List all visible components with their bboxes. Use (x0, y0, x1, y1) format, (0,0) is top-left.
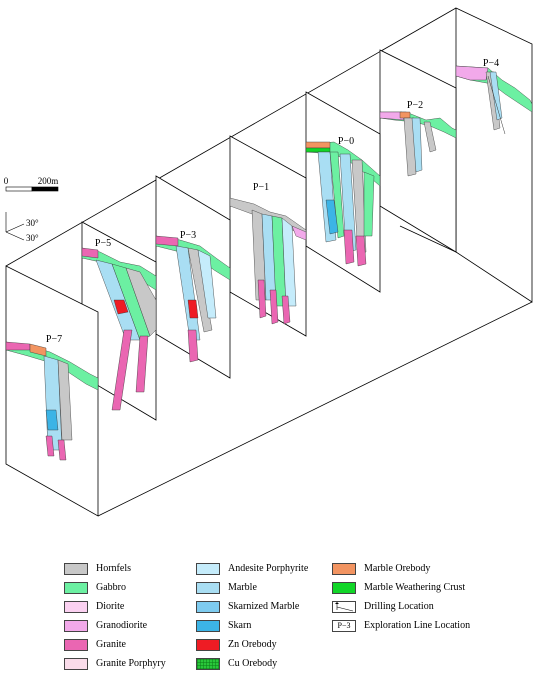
legend-item: Granodiorite (64, 619, 147, 633)
legend-swatch (64, 639, 88, 651)
section-panel-p7 (5, 265, 99, 517)
legend-item: Hornfels (64, 562, 131, 576)
angle-bottom: 30° (26, 233, 39, 243)
section-panel-p1 (229, 135, 307, 337)
legend-label: Hornfels (96, 563, 131, 574)
legend-label: Cu Orebody (228, 658, 278, 669)
panel-label-p1: P−1 (253, 182, 269, 193)
legend-swatch (64, 601, 88, 613)
scale-bar-zero: 0 (4, 176, 9, 186)
legend-label: Granite (96, 639, 126, 650)
legend-swatch (332, 563, 356, 575)
legend-item: P−3 Exploration Line Location (332, 619, 470, 633)
orientation-indicator (5, 212, 25, 241)
panel-label-p4: P−4 (483, 58, 499, 69)
legend-swatch (64, 620, 88, 632)
section-panel-p5 (81, 221, 157, 421)
legend-swatch (332, 582, 356, 594)
legend-item: Granite (64, 638, 126, 652)
legend-item: Drilling Location (332, 600, 434, 614)
panel-label-p3: P−3 (180, 230, 196, 241)
panel-label-p5: P−5 (95, 238, 111, 249)
legend-item: Andesite Porphyrite (196, 562, 308, 576)
legend-swatch (64, 658, 88, 670)
section-panel-p4 (455, 7, 533, 303)
legend-label: Zn Orebody (228, 639, 277, 650)
legend-label: Granodiorite (96, 620, 148, 631)
legend-swatch (196, 601, 220, 613)
panel-label-p0: P−0 (338, 136, 354, 147)
angle-top: 30° (26, 218, 39, 228)
legend-item: Marble Orebody (332, 562, 430, 576)
legend-swatch (196, 582, 220, 594)
legend-label: Skarn (228, 620, 252, 631)
legend-item: Marble Weathering Crust (332, 581, 465, 595)
legend-swatch (332, 601, 356, 613)
legend-label: Skarnized Marble (228, 601, 300, 612)
legend-item: Zn Orebody (196, 638, 277, 652)
legend-item: Skarn (196, 619, 251, 633)
panel-label-p7: P−7 (46, 334, 62, 345)
legend-label: Drilling Location (364, 601, 434, 612)
legend-label: Marble (228, 582, 257, 593)
legend-label: Marble Orebody (364, 563, 431, 574)
legend-swatch (64, 582, 88, 594)
legend-swatch (196, 620, 220, 632)
legend-item: Marble (196, 581, 257, 595)
legend-swatch (64, 563, 88, 575)
section-panel-p0 (305, 91, 381, 293)
section-panel-p3 (155, 175, 231, 379)
legend-item: Granite Porphyry (64, 657, 166, 671)
legend-swatch (196, 563, 220, 575)
legend-label: Gabbro (96, 582, 126, 593)
legend-swatch (196, 658, 220, 670)
panel-label-p2: P−2 (407, 100, 423, 111)
base-frame-lines (97, 301, 533, 517)
legend-item: Skarnized Marble (196, 600, 299, 614)
legend-label: Exploration Line Location (364, 620, 471, 631)
legend-label: Marble Weathering Crust (364, 582, 466, 593)
scale-bar: 0 200m (4, 176, 59, 192)
frame-link-4 (399, 225, 457, 253)
legend-swatch: P−3 (332, 620, 356, 632)
section-panel-p2 (379, 49, 457, 253)
legend-item: Cu Orebody (196, 657, 277, 671)
legend-item: Gabbro (64, 581, 126, 595)
scale-bar-max: 200m (38, 176, 59, 186)
panel-labels: P−4 P−2 P−0 P−1 P−3 P−5 P−7 (46, 58, 499, 345)
legend-label: Granite Porphyry (96, 658, 166, 669)
legend-item: Diorite (64, 600, 124, 614)
legend-label: Andesite Porphyrite (228, 563, 309, 574)
legend-swatch (196, 639, 220, 651)
legend-label: Diorite (96, 601, 125, 612)
